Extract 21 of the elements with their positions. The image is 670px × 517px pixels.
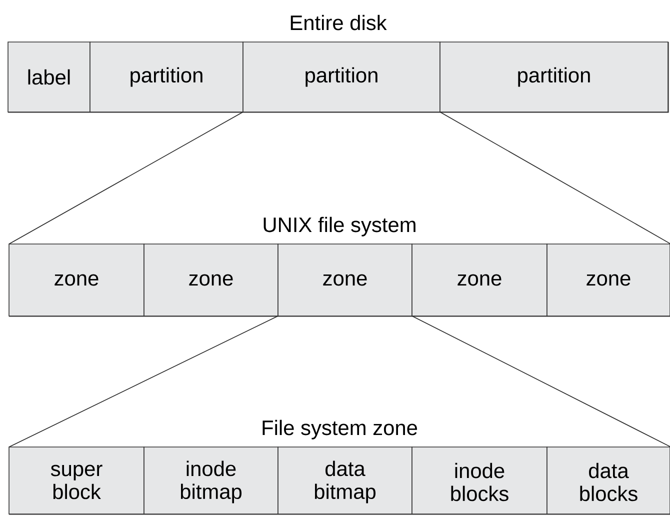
expansion-line (412, 316, 670, 448)
expansion-line (440, 112, 670, 244)
cell: data bitmap (278, 446, 412, 514)
cell: label (8, 42, 90, 112)
node-label: UNIX file system (264, 216, 416, 236)
cell: zone (278, 244, 412, 316)
cell: inode blocks (412, 446, 548, 514)
cell: data blocks (546, 446, 670, 514)
cell: zone (546, 244, 670, 316)
node-label: Entire disk (290, 14, 387, 30)
cell: partition (242, 42, 440, 112)
cell: zone (8, 244, 144, 316)
node-label: File system zone (262, 420, 418, 440)
cell: zone (412, 244, 548, 316)
cell: inode bitmap (144, 446, 278, 514)
cell: partition (90, 42, 244, 112)
cell: zone (144, 244, 278, 316)
cell: super block (8, 446, 144, 514)
cell: partition (440, 42, 668, 112)
expansion-line (8, 316, 278, 448)
expansion-line (8, 112, 244, 244)
